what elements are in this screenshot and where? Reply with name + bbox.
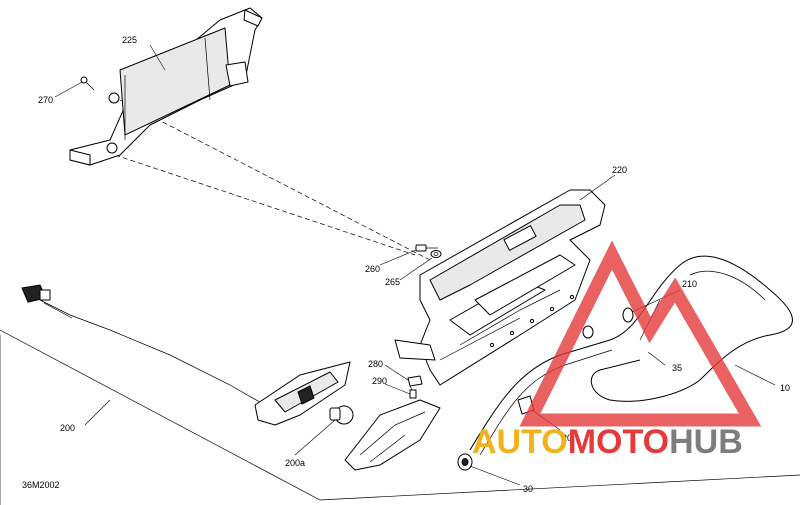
part-200a-bulb	[329, 405, 354, 425]
callout-10: 10	[780, 383, 790, 393]
callout-225: 225	[122, 35, 137, 45]
callout-260: 260	[365, 264, 380, 274]
callout-200: 200	[60, 423, 75, 433]
part-265-washer	[430, 250, 442, 258]
part-270-screw	[80, 76, 95, 91]
callout-270: 270	[38, 95, 53, 105]
callout-200a: 200a	[285, 458, 305, 468]
part-210-grommet	[582, 307, 634, 339]
callout-220: 220	[612, 165, 627, 175]
alignment-dashes	[99, 99, 431, 401]
callout-20: 20	[562, 433, 572, 443]
part-280-clip	[407, 375, 423, 387]
part-225-upper-bracket	[69, 7, 263, 166]
watermark-logo: AUTOMOTOHUB	[472, 240, 762, 461]
part-290-screw	[409, 389, 417, 399]
diagram-code: 36M2002	[22, 480, 60, 490]
callout-265: 265	[385, 277, 400, 287]
part-260-bolt	[415, 244, 438, 252]
light-lens	[344, 399, 441, 471]
callout-290: 290	[372, 376, 387, 386]
part-200-light-assembly	[21, 284, 351, 426]
watermark-text: AUTOMOTOHUB	[472, 423, 743, 461]
assembly-boundary-lines	[0, 329, 800, 505]
callout-280: 280	[368, 359, 383, 369]
callout-210: 210	[682, 279, 697, 289]
callout-35: 35	[672, 363, 682, 373]
part-220-main-housing	[394, 189, 606, 386]
callout-labels: 225 270 220 260 265 280 290 210 35 10 20…	[22, 35, 790, 494]
part-30-end-cap	[457, 453, 473, 471]
callout-30: 30	[523, 484, 533, 494]
